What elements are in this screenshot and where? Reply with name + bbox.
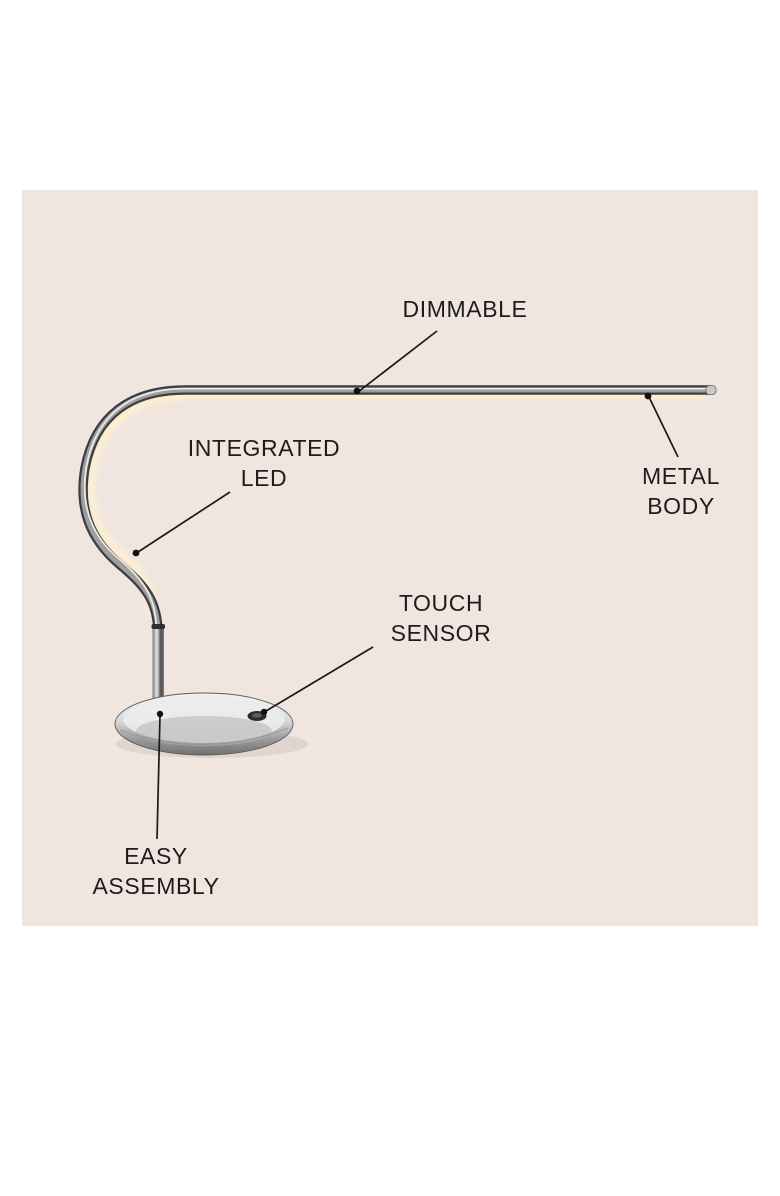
callout-line-easy-assembly — [156, 714, 161, 840]
callout-dot-metal-body — [644, 392, 652, 400]
label-easy-assembly: EASY ASSEMBLY — [92, 843, 220, 899]
callout-dots — [132, 387, 652, 718]
lamp-stem — [151, 624, 165, 718]
led-glow — [87, 392, 704, 618]
callout-line-integrated-led — [137, 491, 231, 553]
callout-dot-easy-assembly — [156, 710, 164, 718]
label-metal-body: METAL BODY — [642, 463, 720, 519]
background-panel — [22, 190, 758, 926]
callout-line-touch-sensor — [265, 646, 374, 712]
label-dimmable: DIMMABLE — [402, 296, 528, 322]
label-integrated-led: INTEGRATED LED — [187, 435, 341, 491]
callout-dot-dimmable — [353, 387, 361, 395]
label-touch-sensor: TOUCH SENSOR — [390, 590, 492, 646]
callout-line-metal-body — [648, 396, 679, 458]
callout-lines — [137, 330, 679, 840]
callout-line-dimmable — [357, 330, 438, 393]
callout-dot-integrated-led — [132, 549, 140, 557]
callout-dot-touch-sensor — [260, 708, 268, 716]
lamp-arm — [78, 385, 717, 717]
arm-end-cap — [705, 385, 717, 396]
lamp-base — [114, 692, 294, 756]
stem-joint — [151, 624, 165, 629]
